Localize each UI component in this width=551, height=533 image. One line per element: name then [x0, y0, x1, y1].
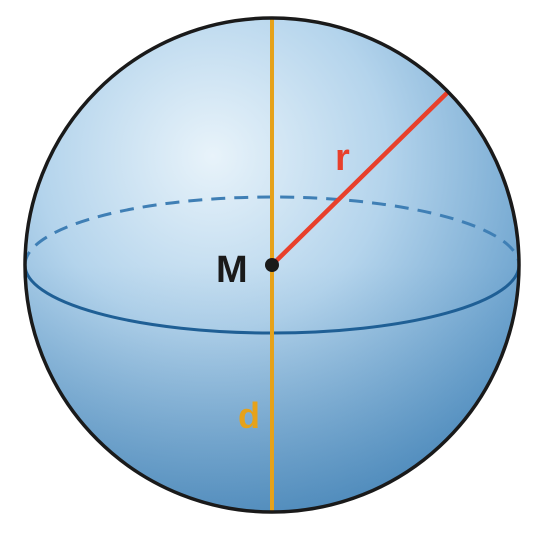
radius-label: r [335, 137, 350, 179]
center-point [265, 258, 279, 272]
sphere-outline [23, 16, 521, 514]
radius-line [269, 90, 450, 268]
diameter-label: d [238, 395, 260, 436]
center-label: M [216, 249, 248, 291]
equator-back-dashed [23, 195, 521, 266]
